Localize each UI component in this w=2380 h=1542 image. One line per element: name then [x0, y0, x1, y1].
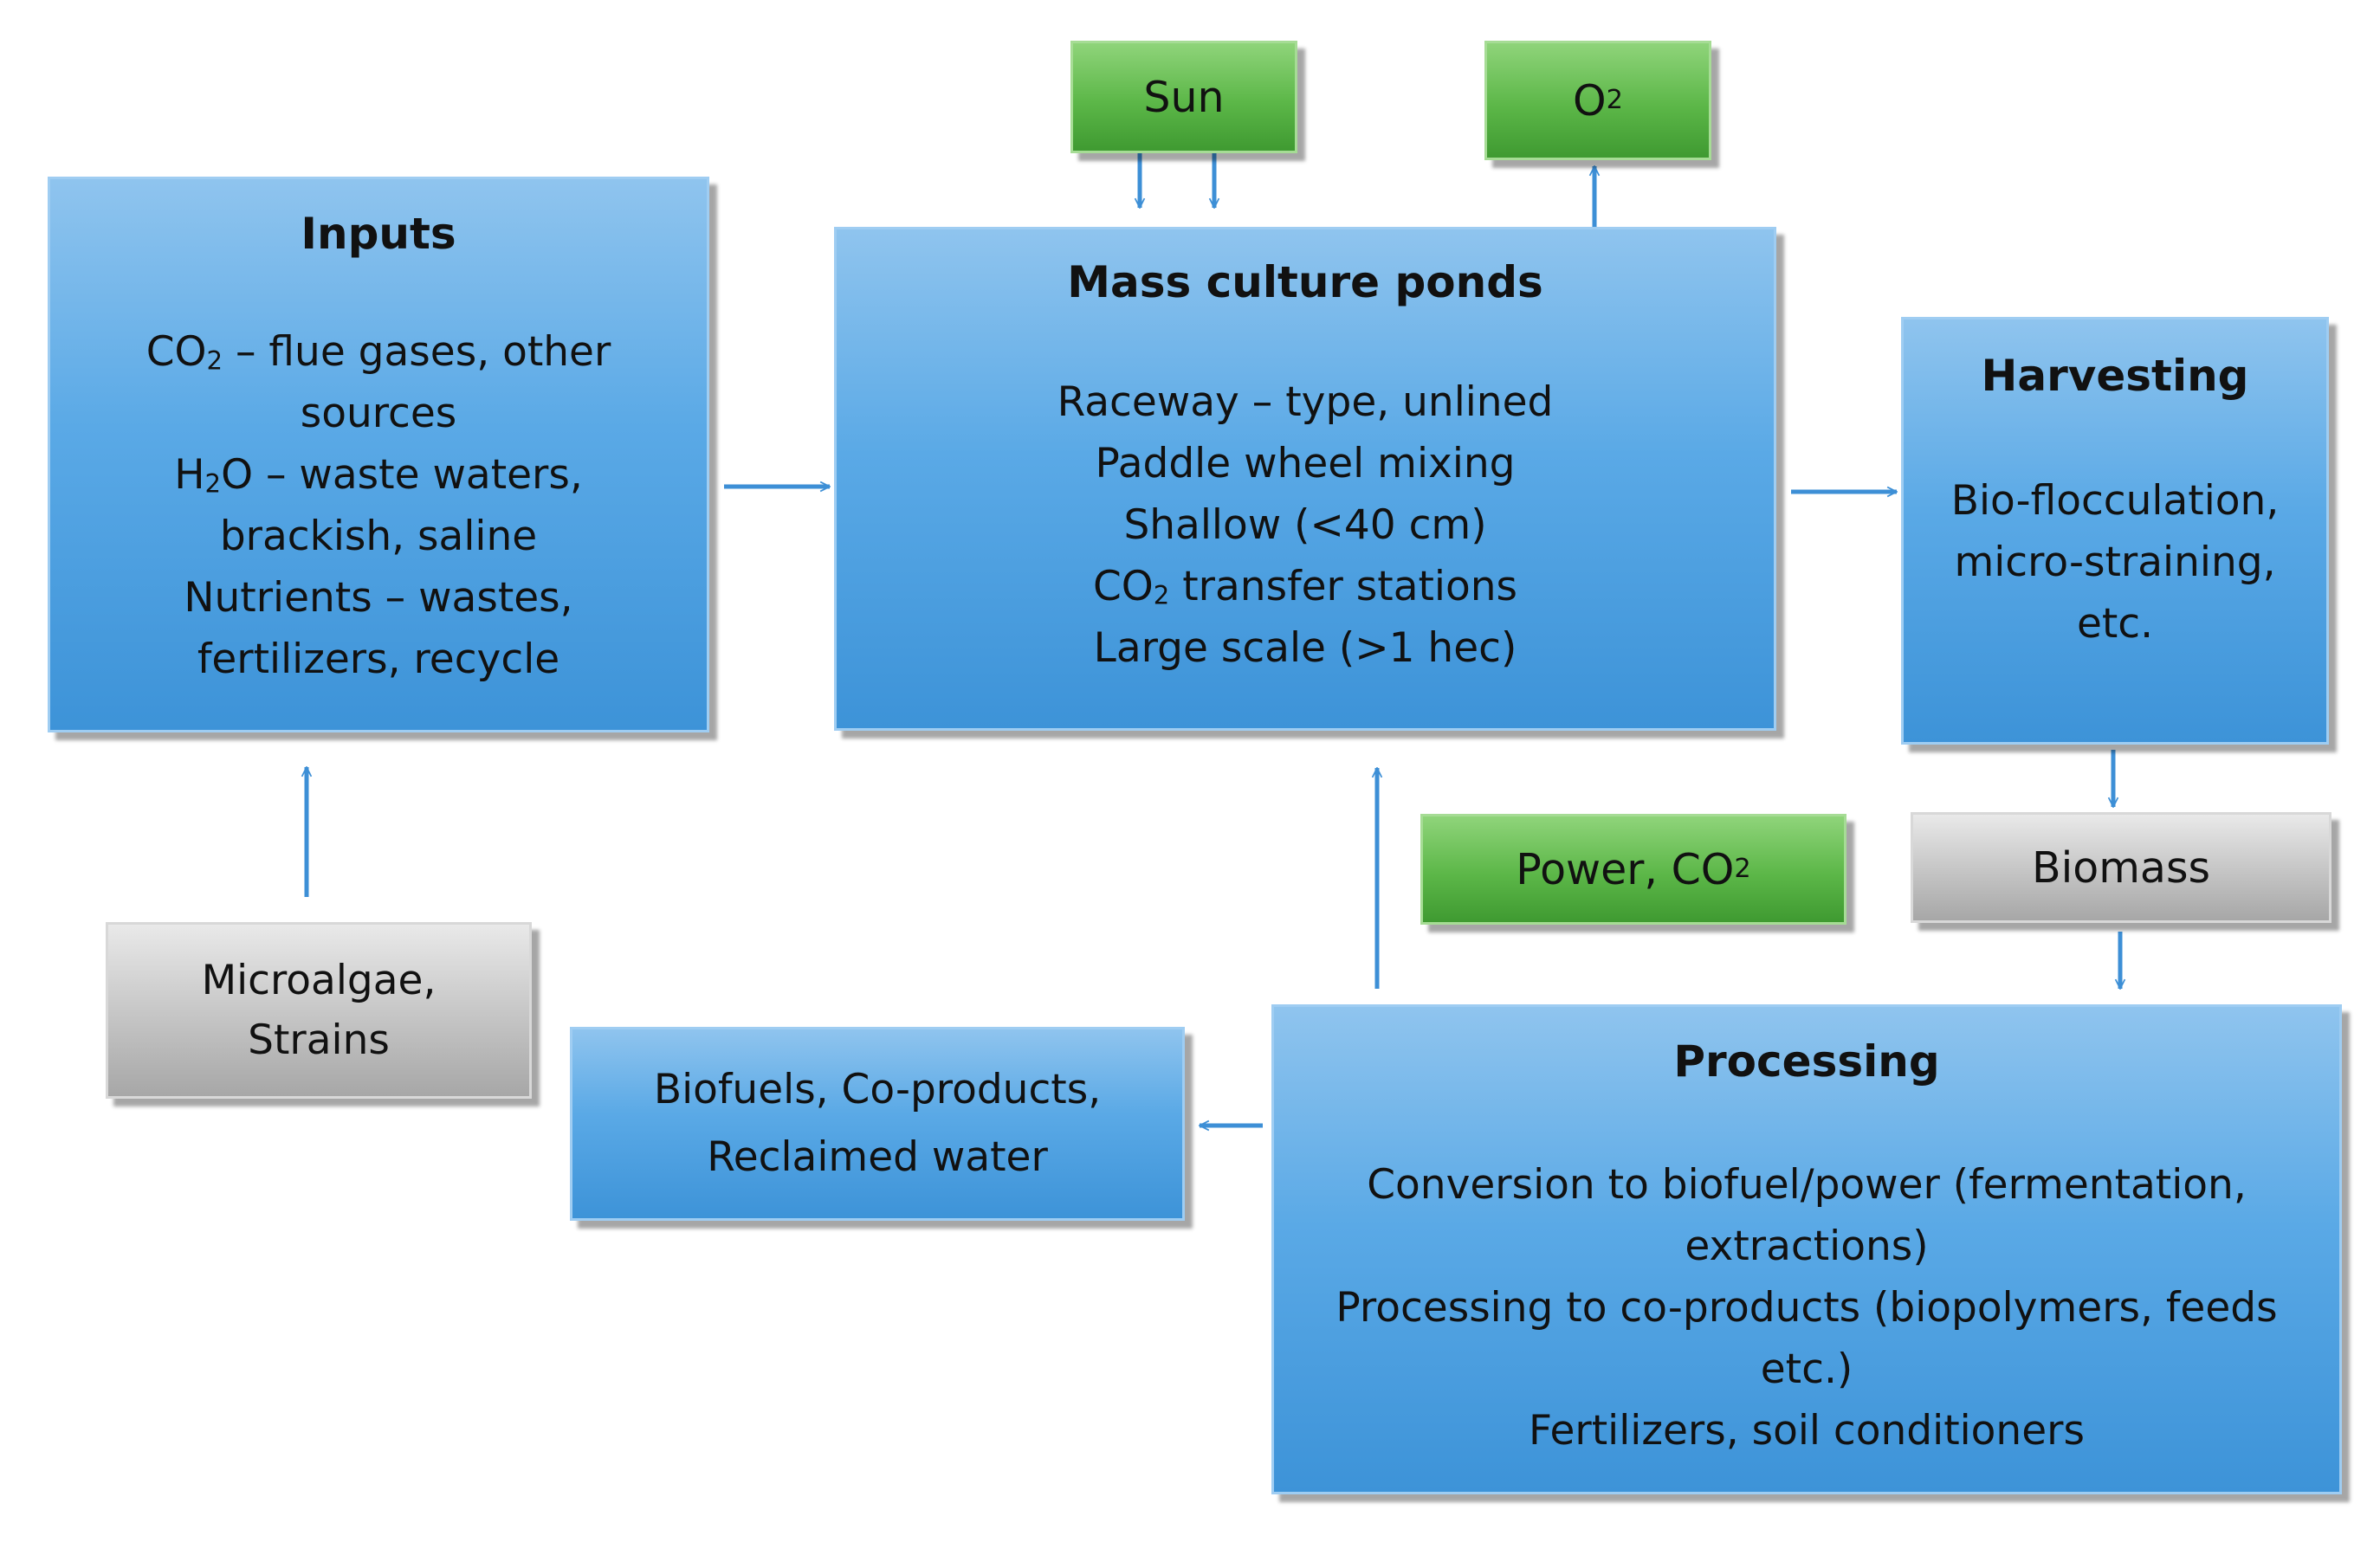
biofuels-box: Biofuels, Co-products, Reclaimed water: [570, 1027, 1185, 1221]
processing-details: Conversion to biofuel/power (fermentatio…: [1274, 1154, 2339, 1461]
inputs-line: sources: [300, 390, 457, 437]
inputs-line: brackish, saline: [219, 513, 538, 560]
sun-box: Sun: [1070, 41, 1297, 153]
ponds-line: Paddle wheel mixing: [1095, 440, 1516, 487]
ponds-details: Raceway – type, unlined Paddle wheel mix…: [837, 371, 1774, 679]
biomass-box: Biomass: [1911, 812, 2331, 923]
inputs-line: H2O – waste waters,: [174, 451, 583, 499]
harvesting-line: micro-straining,: [1954, 539, 2276, 586]
microalgae-line: Strains: [248, 1016, 390, 1064]
processing-box: Processing Conversion to biofuel/power (…: [1271, 1004, 2342, 1494]
harvesting-title: Harvesting: [1981, 351, 2249, 401]
microalgae-box: Microalgae, Strains: [106, 922, 532, 1099]
inputs-line: CO2 – flue gases, other: [146, 328, 611, 376]
inputs-box: Inputs CO2 – flue gases, other sources H…: [48, 177, 709, 732]
biofuels-line: Biofuels, Co-products,: [653, 1066, 1102, 1113]
processing-line: extractions): [1685, 1223, 1929, 1270]
biomass-label: Biomass: [2031, 842, 2211, 893]
microalgae-label: Microalgae, Strains: [108, 925, 529, 1096]
harvesting-line: Bio-flocculation,: [1950, 477, 2280, 525]
processing-line: Processing to co-products (biopolymers, …: [1336, 1284, 2278, 1332]
processing-line: Conversion to biofuel/power (fermentatio…: [1367, 1161, 2247, 1209]
processing-line: etc.): [1760, 1345, 1853, 1393]
harvesting-details: Bio-flocculation, micro-straining, etc.: [1904, 470, 2326, 655]
mass-culture-ponds-box: Mass culture ponds Raceway – type, unlin…: [834, 227, 1776, 731]
harvesting-box: Harvesting Bio-flocculation, micro-strai…: [1901, 317, 2329, 745]
ponds-title: Mass culture ponds: [1067, 257, 1543, 307]
ponds-line: CO2 transfer stations: [1092, 563, 1518, 610]
microalgae-line: Microalgae,: [201, 957, 437, 1004]
ponds-line: Large scale (>1 hec): [1093, 624, 1517, 672]
processing-title: Processing: [1673, 1036, 1940, 1087]
biofuels-label: Biofuels, Co-products, Reclaimed water: [572, 1029, 1182, 1218]
biofuels-line: Reclaimed water: [707, 1133, 1048, 1181]
inputs-line: fertilizers, recycle: [197, 636, 560, 683]
inputs-line: Nutrients – wastes,: [184, 574, 573, 622]
processing-line: Fertilizers, soil conditioners: [1529, 1407, 2085, 1455]
ponds-line: Shallow (<40 cm): [1123, 501, 1487, 549]
harvesting-line: etc.: [2076, 600, 2154, 648]
inputs-details: CO2 – flue gases, other sources H2O – wa…: [50, 321, 707, 690]
ponds-line: Raceway – type, unlined: [1057, 378, 1554, 426]
sun-label: Sun: [1143, 72, 1225, 122]
inputs-title: Inputs: [301, 209, 456, 259]
